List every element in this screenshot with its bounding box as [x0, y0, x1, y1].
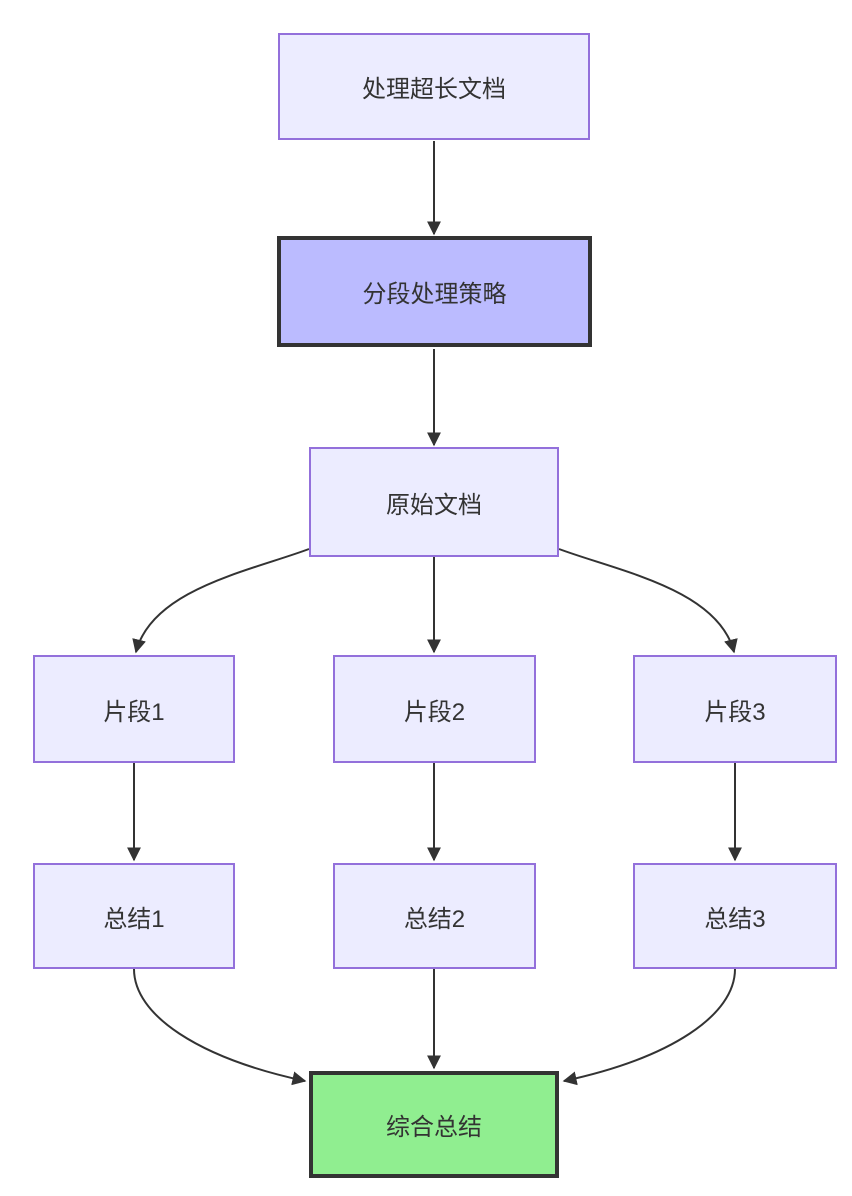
edge-summary3-to-combined	[562, 968, 736, 1086]
edge-summary1-to-combined	[133, 968, 307, 1086]
node-fragment-3: 片段3	[633, 655, 837, 763]
node-original-document: 原始文档	[309, 447, 559, 557]
node-fragment-1: 片段1	[33, 655, 235, 763]
node-summary-3: 总结3	[633, 863, 837, 969]
node-summary-1: 总结1	[33, 863, 235, 969]
edge-original-to-fragment3	[558, 548, 738, 654]
node-fragment-2: 片段2	[333, 655, 536, 763]
node-combined-summary: 综合总结	[309, 1071, 559, 1178]
node-process-long-document: 处理超长文档	[278, 33, 590, 140]
node-summary-2: 总结2	[333, 863, 536, 969]
node-segmentation-strategy: 分段处理策略	[277, 236, 592, 347]
edge-original-to-fragment1	[132, 548, 310, 654]
